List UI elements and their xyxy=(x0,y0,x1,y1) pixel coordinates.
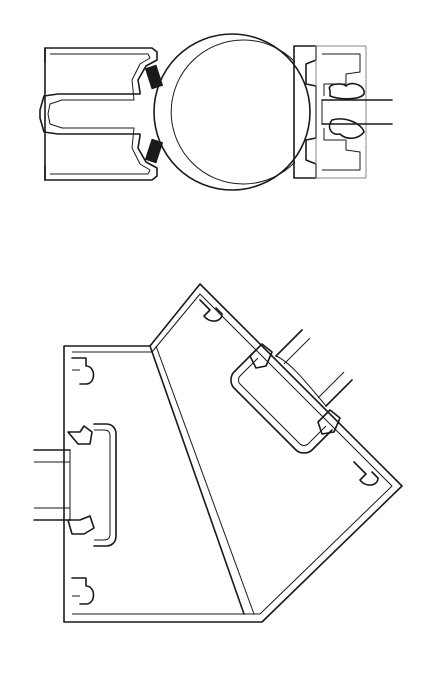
left-gasket-bottom xyxy=(67,515,95,535)
round-tube-inner xyxy=(170,39,296,185)
right-glass-line-3 xyxy=(283,337,311,365)
diagonal-web-inner xyxy=(155,345,255,615)
right-glazing-pocket xyxy=(230,349,333,454)
right-clip-top xyxy=(199,299,223,322)
angled-corner-mullion-section xyxy=(33,283,403,623)
brush-seal-top xyxy=(144,64,164,90)
right-glass-line-4 xyxy=(317,371,345,399)
left-channel-profile xyxy=(39,47,158,181)
top-gasket xyxy=(328,82,365,100)
right-clip-bottom xyxy=(353,461,379,486)
right-glass-line-2 xyxy=(325,379,353,407)
right-glass-line-1 xyxy=(275,329,303,357)
corner-mullion-outer xyxy=(63,283,403,623)
right-frame-profile xyxy=(293,45,317,179)
bottom-gasket xyxy=(328,118,365,140)
round-tube-outer xyxy=(153,33,311,191)
right-glazing-pocket-inner xyxy=(238,357,327,446)
diagonal-web-outer xyxy=(149,345,245,615)
right-frame-detail xyxy=(322,53,361,171)
left-glazing-pocket xyxy=(93,423,117,547)
left-clip-bottom xyxy=(71,577,95,605)
corner-mullion-inner xyxy=(72,293,393,615)
brush-seal-bottom xyxy=(144,138,164,164)
round-mullion-section xyxy=(39,33,393,191)
right-frame-box xyxy=(315,45,367,179)
right-glass-spacer xyxy=(275,355,327,407)
left-gasket-top xyxy=(67,425,93,445)
right-gasket-bottom xyxy=(317,409,341,435)
left-clip-top xyxy=(71,357,95,385)
left-channel-inner xyxy=(47,53,151,175)
right-gasket-top xyxy=(249,343,273,369)
left-glazing-pocket-inner xyxy=(94,429,111,541)
